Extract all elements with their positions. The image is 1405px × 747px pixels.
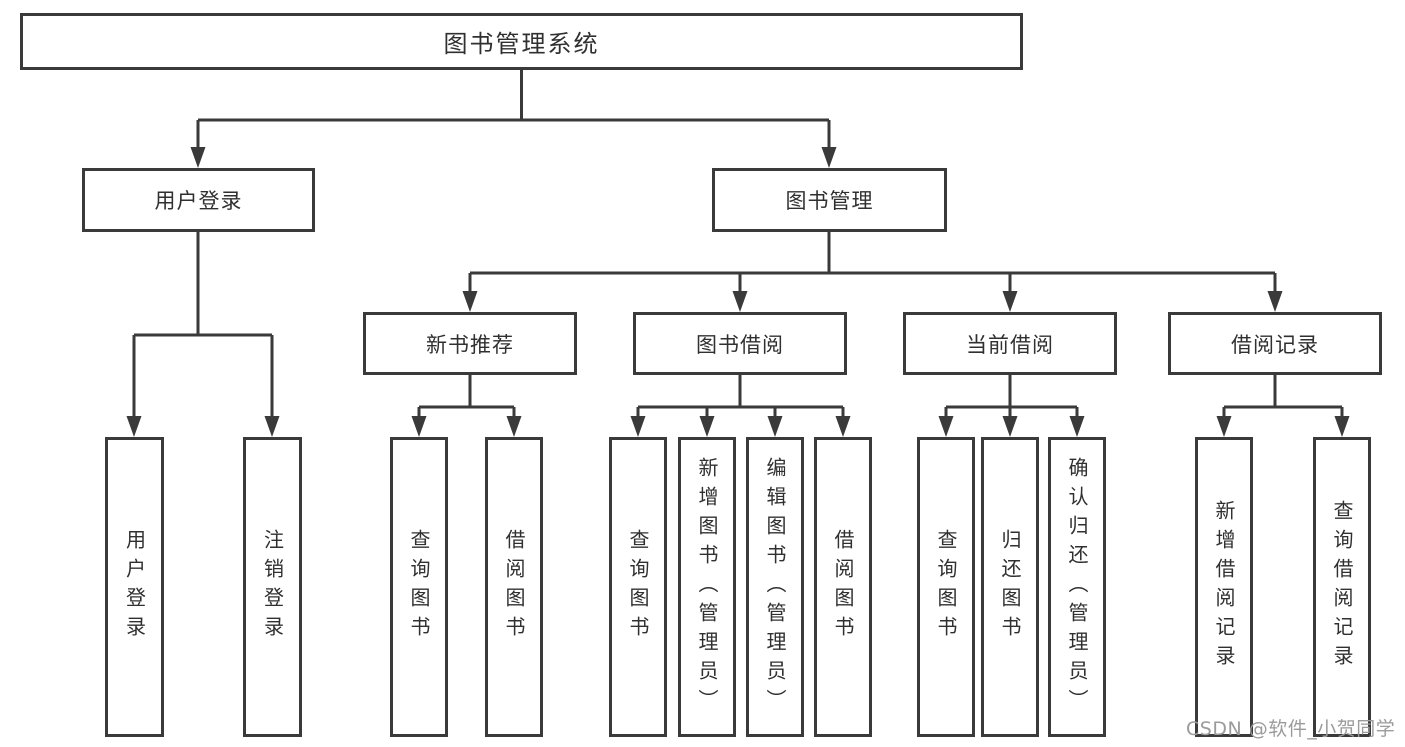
node-label: 编辑图书（管理员）: [763, 456, 787, 718]
node-recommend-query-books: 查询图书: [390, 437, 448, 737]
node-borrow-query-books: 查询图书: [609, 437, 667, 737]
node-borrow-edit-books-admin: 编辑图书（管理员）: [746, 437, 804, 737]
node-label: 归还图书: [998, 529, 1022, 645]
node-label: 新书推荐: [426, 332, 514, 357]
node-recommend-borrow-books: 借阅图书: [485, 437, 543, 737]
node-records-add-borrow-record: 新增借阅记录: [1195, 437, 1253, 737]
node-label: 借阅图书: [831, 529, 855, 645]
node-label: 用户登录: [122, 529, 147, 645]
node-borrow-add-books-admin: 新增图书（管理员）: [678, 437, 736, 737]
node-library-management-system: 图书管理系统: [20, 13, 1023, 70]
node-current-return-books: 归还图书: [981, 437, 1039, 737]
node-records-query-borrow-record: 查询借阅记录: [1313, 437, 1371, 737]
node-new-book-recommendation: 新书推荐: [363, 312, 577, 375]
node-label: 确认归还（管理员）: [1065, 456, 1089, 718]
node-label: 图书借阅: [696, 332, 784, 357]
node-label: 查询图书: [934, 529, 958, 645]
node-label: 图书管理系统: [443, 30, 600, 58]
node-label: 图书管理: [785, 189, 874, 213]
node-borrowing-records: 借阅记录: [1168, 312, 1382, 375]
node-label: 注销登录: [260, 529, 285, 645]
node-label: 借阅图书: [502, 529, 526, 645]
node-label: 新增图书（管理员）: [695, 456, 719, 718]
node-book-borrowing: 图书借阅: [633, 312, 847, 375]
node-current-query-books: 查询图书: [917, 437, 975, 737]
node-label: 借阅记录: [1231, 332, 1319, 357]
node-user-login: 用户登录: [82, 168, 315, 232]
node-label: 查询借阅记录: [1330, 500, 1354, 674]
node-label: 新增借阅记录: [1212, 500, 1236, 674]
watermark-text: CSDN @软件_小贺同学: [1186, 718, 1396, 740]
node-label: 查询图书: [626, 529, 650, 645]
node-current-borrowing: 当前借阅: [903, 312, 1117, 375]
node-label: 用户登录: [154, 189, 243, 213]
node-current-confirm-return-admin: 确认归还（管理员）: [1048, 437, 1106, 737]
node-borrow-borrow-books: 借阅图书: [814, 437, 872, 737]
node-login-logout: 注销登录: [243, 437, 302, 737]
node-login-user-login: 用户登录: [105, 437, 164, 737]
node-label: 查询图书: [407, 529, 431, 645]
node-label: 当前借阅: [966, 332, 1054, 357]
node-book-management: 图书管理: [712, 168, 947, 232]
